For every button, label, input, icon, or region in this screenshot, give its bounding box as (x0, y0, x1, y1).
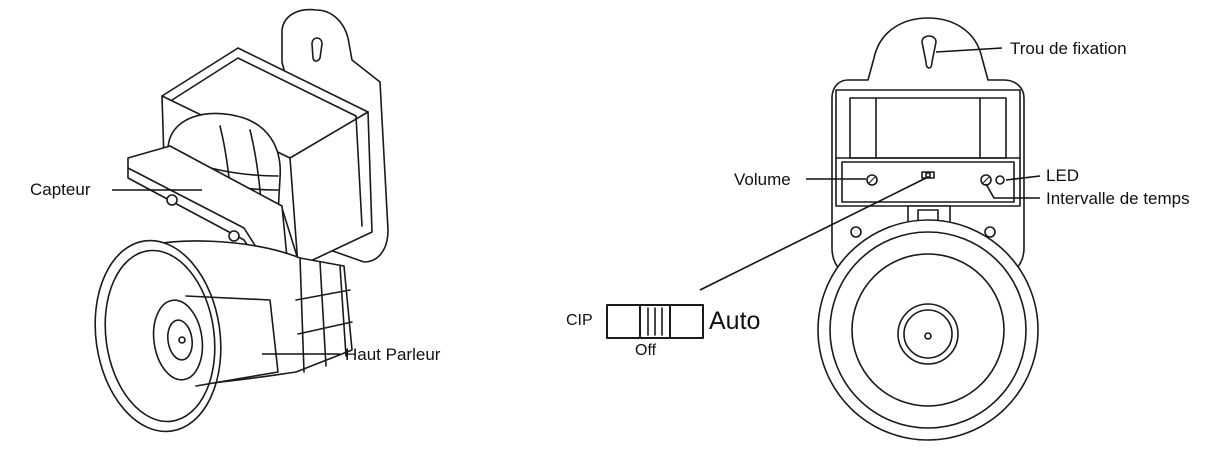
right-device-drawing (817, 17, 1039, 441)
switch-off-label: Off (635, 342, 657, 359)
intervalle-leader-line (985, 183, 1040, 199)
trou-de-fixation-label: Trou de fixation (1010, 39, 1127, 58)
intervalle-de-temps-label: Intervalle de temps (1046, 189, 1190, 208)
switch-leader-line (699, 177, 927, 291)
mode-switch-detail (606, 304, 704, 339)
switch-cip-label: CIP (566, 312, 593, 329)
haut-parleur-label: Haut Parleur (345, 345, 441, 364)
trou-leader-line (935, 47, 1003, 53)
volume-label: Volume (734, 170, 791, 189)
left-device-drawing (94, 8, 389, 433)
capteur-label: Capteur (30, 180, 91, 199)
led-label: LED (1046, 166, 1080, 185)
led-leader-line (1005, 175, 1041, 181)
switch-auto-label: Auto (709, 307, 761, 335)
